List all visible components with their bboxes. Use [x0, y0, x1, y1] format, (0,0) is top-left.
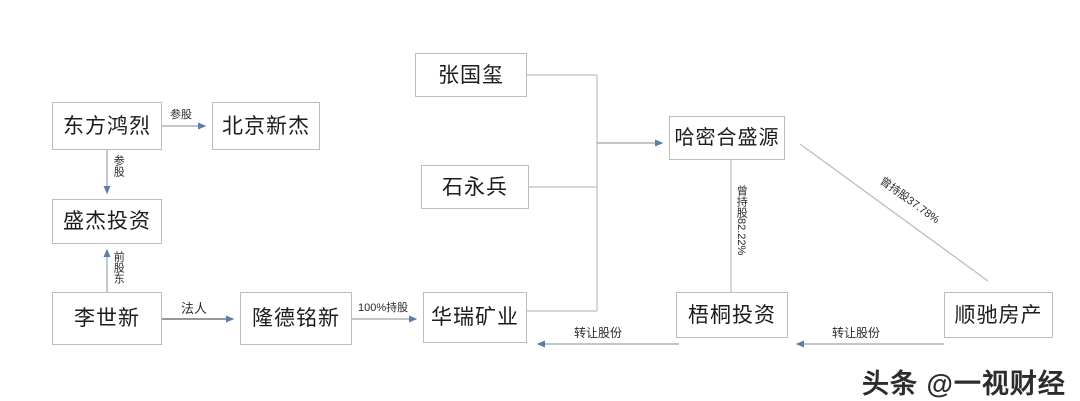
node-wutongtouzi[interactable]: 梧桐投资	[676, 292, 788, 338]
node-shengjietouzi[interactable]: 盛杰投资	[52, 199, 162, 244]
edge-label-zhuanrang-right: 转让股份	[832, 326, 881, 340]
node-lishixin[interactable]: 李世新	[52, 292, 162, 345]
watermark: 头条 @一视财经	[862, 369, 1066, 399]
edge-label-qiangudong: 前股东	[112, 251, 125, 284]
edge-bus-hamiheshengyuan	[527, 74, 664, 312]
edge-label-chigu100: 100%持股	[358, 302, 409, 314]
node-beijingxinjie[interactable]: 北京新杰	[212, 102, 320, 150]
edge-label-canggu-2: 参股	[112, 155, 125, 177]
edge-label-faren: 法人	[181, 301, 208, 316]
node-longdemingxin[interactable]: 隆德铭新	[240, 292, 352, 345]
node-huaruikuangye[interactable]: 华瑞矿业	[423, 292, 527, 343]
node-shunchifangchan[interactable]: 顺驰房产	[944, 292, 1053, 338]
node-shiyongbing[interactable]: 石永兵	[421, 165, 529, 209]
edge-chigu3778	[799, 143, 989, 282]
edge-label-canggu-1: 参股	[170, 109, 192, 121]
edge-label-zhuanrang-left: 转让股份	[574, 326, 623, 340]
edge-label-chigu8222: 曾持股82.22%	[735, 185, 748, 256]
node-zhangguoxi[interactable]: 张国玺	[415, 53, 527, 97]
node-dongfanghonglie[interactable]: 东方鸿烈	[52, 102, 162, 150]
node-hamiheshengyuan[interactable]: 哈密合盛源	[669, 116, 785, 160]
